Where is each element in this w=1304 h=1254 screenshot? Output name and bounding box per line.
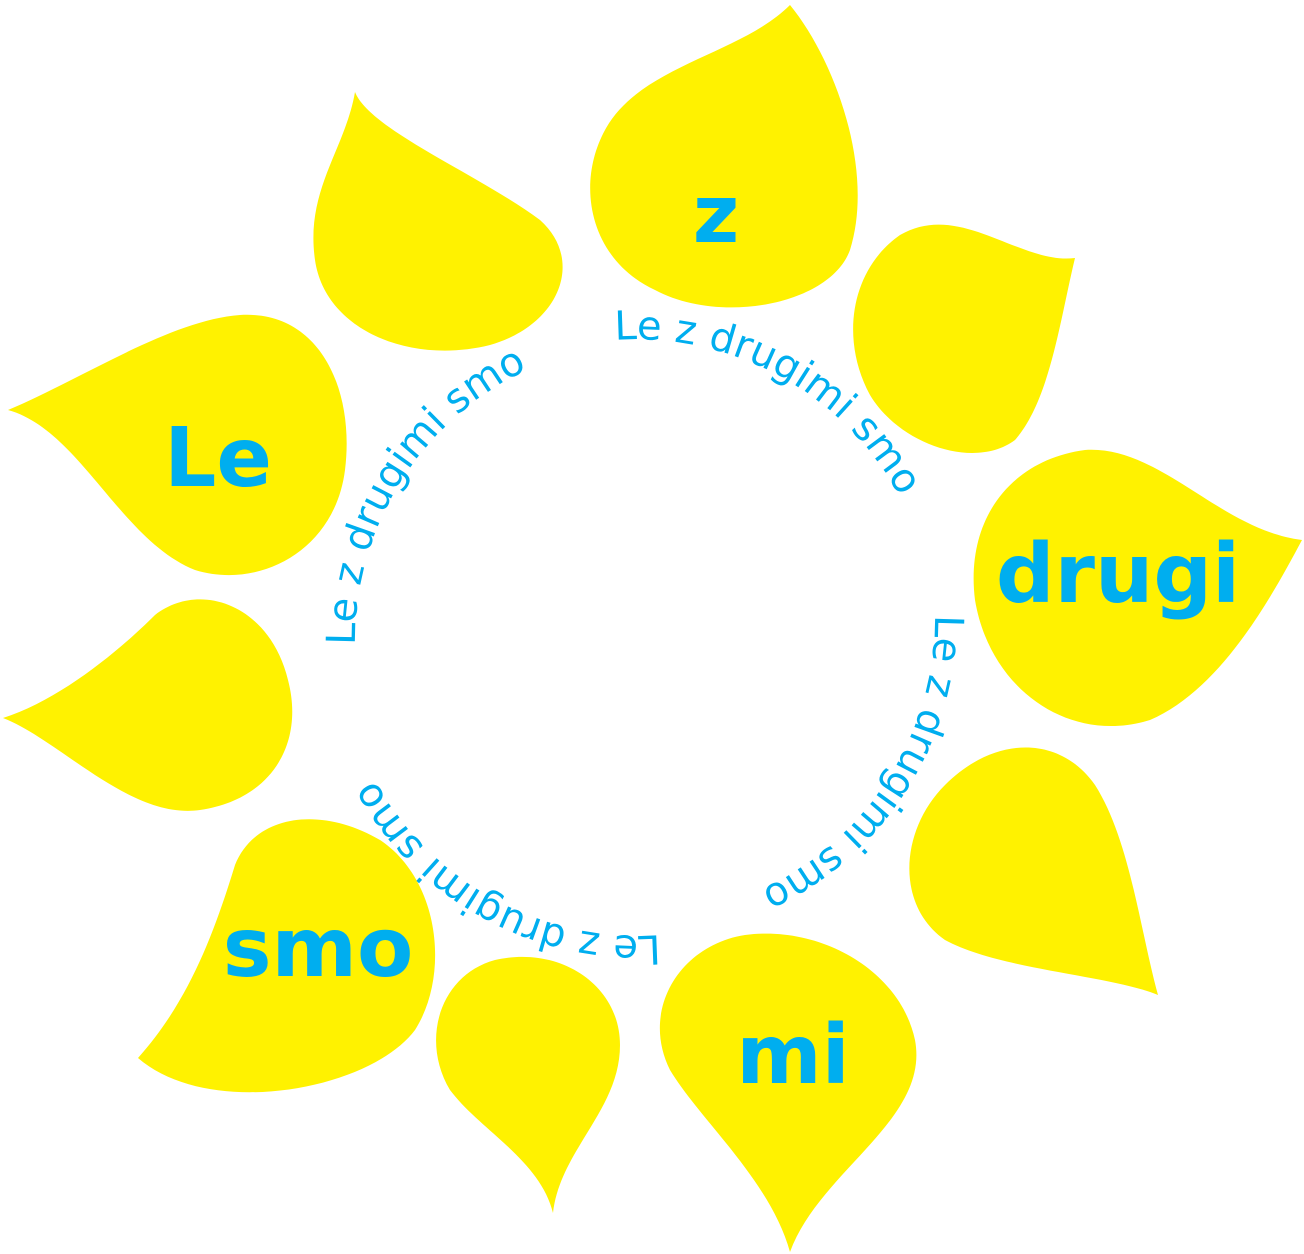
petals-group [3,5,1302,1252]
ring-text-group: Le z drugimi smo Le z drugimi smo Le z d… [319,303,971,972]
petal-bottom [659,933,917,1252]
petal-top-left [313,92,563,351]
petal-word-z: z [693,168,740,261]
petal-top [590,5,858,308]
petal-upper-right [853,224,1075,453]
petal-right [973,449,1302,727]
petal-bottom-middle [436,956,620,1213]
petal-upper-left [8,314,347,576]
petal-left [3,599,293,811]
petal-lower-right [909,747,1158,995]
petal-word-drugi: drugi [996,527,1240,622]
petal-lower-left [138,819,436,1093]
ring-phrase-left: Le z drugimi smo [319,337,532,645]
petal-word-smo: smo [223,901,414,996]
petal-words-group: z drugi mi smo Le [164,168,1240,1103]
petal-word-mi: mi [736,1008,850,1103]
petal-word-le: Le [164,411,272,506]
